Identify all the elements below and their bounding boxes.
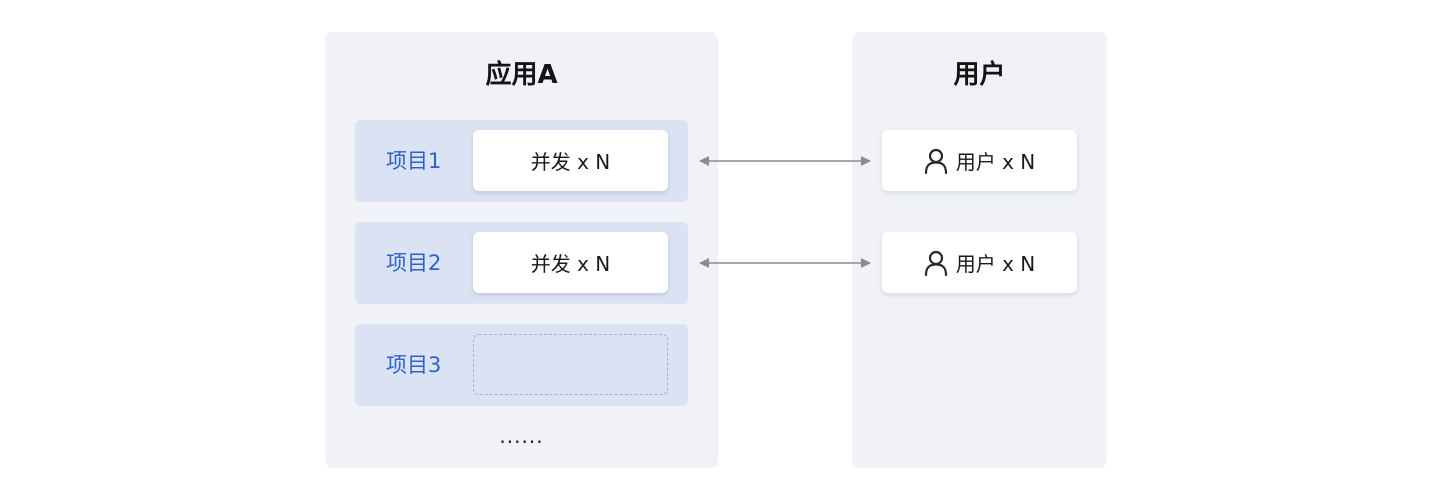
project-row-3: 项目3 xyxy=(355,324,688,406)
project-label: 项目1 xyxy=(386,149,442,173)
user-panel: 用户 用户 x N 用户 x N xyxy=(852,32,1107,468)
project-label: 项目2 xyxy=(386,251,442,275)
user-icon xyxy=(924,148,947,174)
project-label: 项目3 xyxy=(386,353,442,377)
concurrency-card: 并发 x N xyxy=(473,130,668,191)
app-panel-title: 应用A xyxy=(485,60,558,90)
project-row-2: 项目2 并发 x N xyxy=(355,222,688,304)
user-card-1: 用户 x N xyxy=(882,130,1077,191)
project-row-1: 项目1 并发 x N xyxy=(355,120,688,202)
user-card-label: 用户 x N xyxy=(955,150,1036,174)
concurrency-label: 并发 x N xyxy=(530,150,611,174)
app-panel: 应用A 项目1 并发 x N 项目2 并发 x N 项目3 ...... xyxy=(325,32,718,468)
concurrency-label: 并发 x N xyxy=(530,252,611,276)
user-card-label: 用户 x N xyxy=(955,252,1036,276)
user-card-2: 用户 x N xyxy=(882,232,1077,293)
user-icon xyxy=(924,250,947,276)
empty-concurrency-slot xyxy=(473,334,668,395)
user-panel-title: 用户 xyxy=(953,60,1006,90)
more-ellipsis: ...... xyxy=(499,424,544,448)
concurrency-card: 并发 x N xyxy=(473,232,668,293)
